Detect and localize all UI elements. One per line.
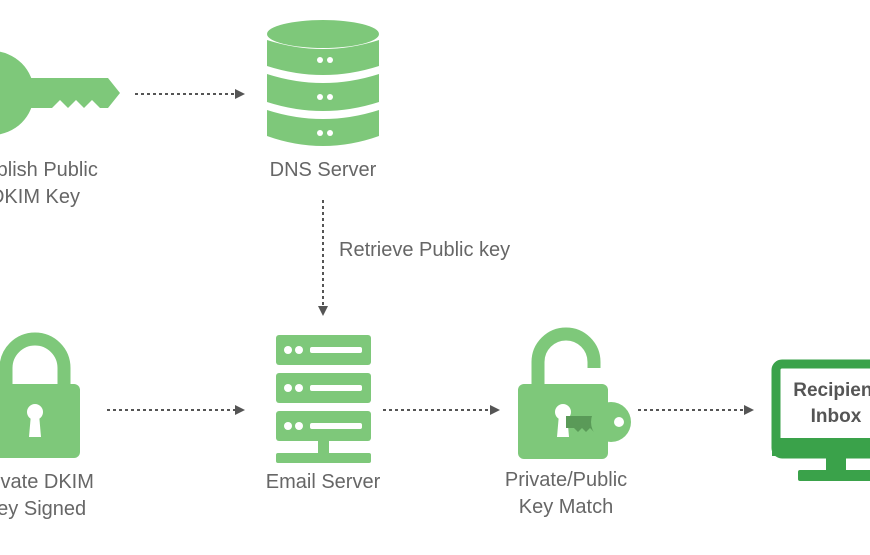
monitor-icon (771, 359, 870, 481)
database-icon (267, 20, 379, 146)
key-match-label-line2: Key Match (518, 496, 614, 518)
dns-server-label: DNS Server (269, 159, 377, 181)
padlock-open-key-icon (518, 327, 631, 459)
private-key-label-line1: Private DKIM (0, 471, 94, 493)
key-match-label: Private/Public Key Match (476, 467, 656, 521)
private-key-label: Private DKIM Key Signed (0, 469, 140, 523)
server-rack-icon (276, 335, 371, 463)
recipient-inbox-label-line1: Recipient (793, 380, 870, 401)
key-match-label-line1: Private/Public (504, 469, 628, 491)
recipient-inbox-label: Recipient Inbox (776, 378, 870, 430)
publish-key-label: Publish Public DKIM Key (0, 157, 140, 211)
recipient-inbox-label-line2: Inbox (810, 406, 862, 427)
publish-key-label-line1: Publish Public (0, 159, 98, 181)
private-key-label-line2: Key Signed (0, 498, 87, 520)
publish-key-label-line2: DKIM Key (0, 186, 81, 208)
retrieve-public-key-label: Retrieve Public key (339, 239, 511, 261)
padlock-closed-icon (0, 332, 80, 458)
email-server-label: Email Server (265, 471, 381, 493)
key-icon (0, 51, 120, 135)
